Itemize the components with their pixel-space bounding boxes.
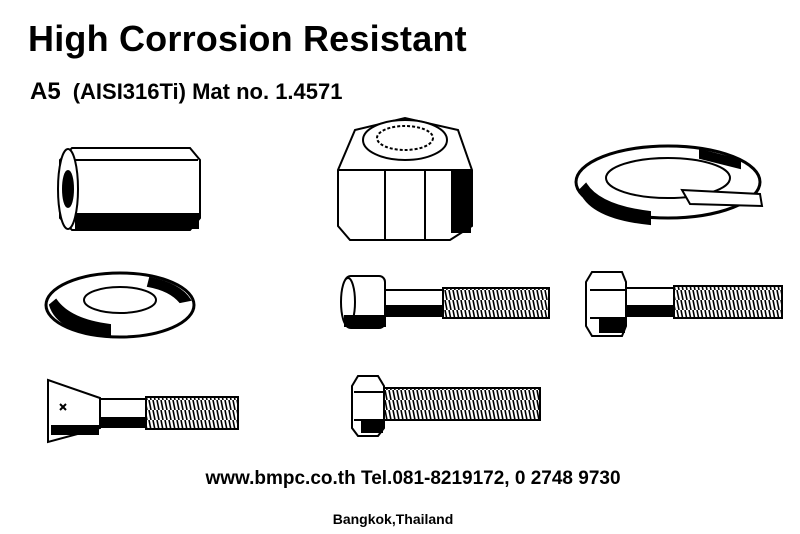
flat-washer-icon (44, 271, 196, 339)
location: Bangkok,Thailand (332, 511, 454, 527)
contact-info: www.bmpc.co.th Tel.081-8219172, 0 2748 9… (205, 468, 621, 489)
hex-bolt-icon (351, 375, 541, 437)
hex-bolt-icon (585, 271, 783, 337)
coupling-nut-icon (57, 147, 201, 231)
material-spec: A5 (AISI316Ti) Mat no. 1.4571 (30, 78, 343, 106)
page-title: High Corrosion Resistant (28, 18, 467, 59)
countersunk-screw-icon (47, 378, 239, 444)
material-label: (AISI316Ti) Mat no. 1.4571 (72, 79, 343, 104)
spring-washer-icon (574, 144, 764, 226)
hex-nut-icon (337, 116, 473, 241)
grade-label: A5 (30, 78, 61, 105)
socket-cap-screw-icon (340, 275, 550, 329)
